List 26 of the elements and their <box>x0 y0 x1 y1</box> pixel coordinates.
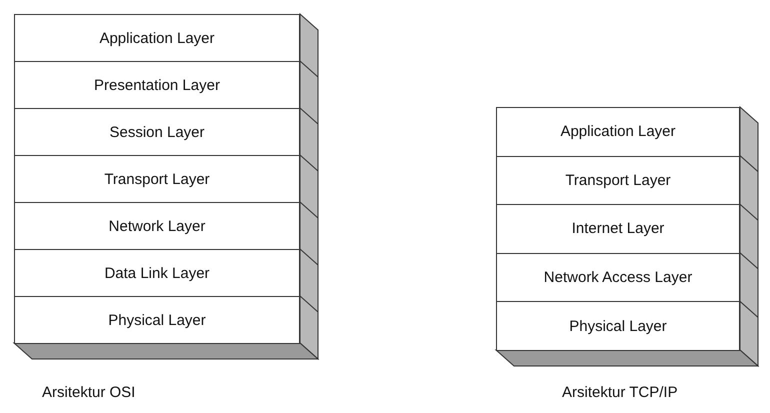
layer-name: Application Layer <box>99 30 215 46</box>
layer-box <box>14 249 300 297</box>
layer-box <box>496 204 740 254</box>
layer-name: Session Layer <box>109 124 205 140</box>
layer-name: Transport Layer <box>565 172 671 189</box>
layer-name: Physical Layer <box>108 312 206 328</box>
layer-box <box>14 202 300 250</box>
layer-box <box>14 14 300 62</box>
layer-box <box>14 296 300 344</box>
layer-box <box>14 155 300 203</box>
layer-box <box>14 61 300 109</box>
layer-box <box>496 156 740 206</box>
stack-caption: Arsitektur TCP/IP <box>562 384 678 401</box>
layer-box <box>496 252 740 302</box>
layer-name: Application Layer <box>560 123 676 140</box>
stack-caption: Arsitektur OSI <box>42 384 136 401</box>
layer-name: Physical Layer <box>569 318 667 335</box>
layer-name: Internet Layer <box>572 220 664 238</box>
layer-name: Data Link Layer <box>104 264 210 282</box>
layer-box <box>496 107 740 157</box>
layer-box <box>496 301 740 351</box>
layer-name: Network Access Layer <box>544 269 692 286</box>
layer-name: Transport Layer <box>104 170 210 188</box>
layer-name: Network Layer <box>108 218 206 234</box>
layer-box <box>14 108 300 156</box>
layer-name: Presentation Layer <box>94 76 220 94</box>
